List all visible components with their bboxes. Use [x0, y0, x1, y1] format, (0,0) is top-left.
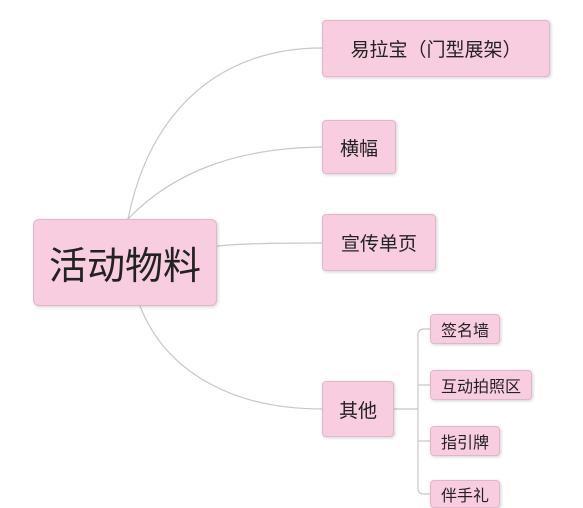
connector-qita-bracket: [417, 328, 430, 495]
subnode-hudong[interactable]: 互动拍照区: [430, 370, 532, 400]
branch-node-yilabao[interactable]: 易拉宝（门型展架）: [322, 20, 550, 77]
connector-root-to-hengfu: [127, 146, 323, 220]
subnode-zhiyin[interactable]: 指引牌: [430, 426, 500, 456]
connector-root-to-yilabao: [127, 47, 323, 220]
branch-node-label: 其他: [338, 399, 377, 422]
branch-node-hengfu[interactable]: 横幅: [322, 120, 396, 174]
connector-root-to-qita: [139, 305, 323, 410]
subnode-label: 签名墙: [440, 321, 489, 340]
subnode-banshou[interactable]: 伴手礼: [430, 480, 500, 508]
branch-node-xuanchuan[interactable]: 宣传单页: [322, 214, 436, 271]
root-node-label: 活动物料: [48, 244, 201, 288]
root-node[interactable]: 活动物料: [33, 219, 217, 306]
branch-node-label: 横幅: [339, 137, 378, 160]
subnode-label: 指引牌: [440, 433, 489, 452]
subnode-label: 伴手礼: [440, 486, 489, 505]
branch-node-label: 宣传单页: [340, 233, 417, 255]
connector-root-to-xuanchuan: [216, 242, 323, 247]
branch-node-label: 易拉宝（门型展架）: [350, 39, 522, 61]
branch-node-qita[interactable]: 其他: [322, 381, 394, 437]
subnode-qianming[interactable]: 签名墙: [430, 314, 500, 344]
subnode-label: 互动拍照区: [440, 377, 521, 396]
